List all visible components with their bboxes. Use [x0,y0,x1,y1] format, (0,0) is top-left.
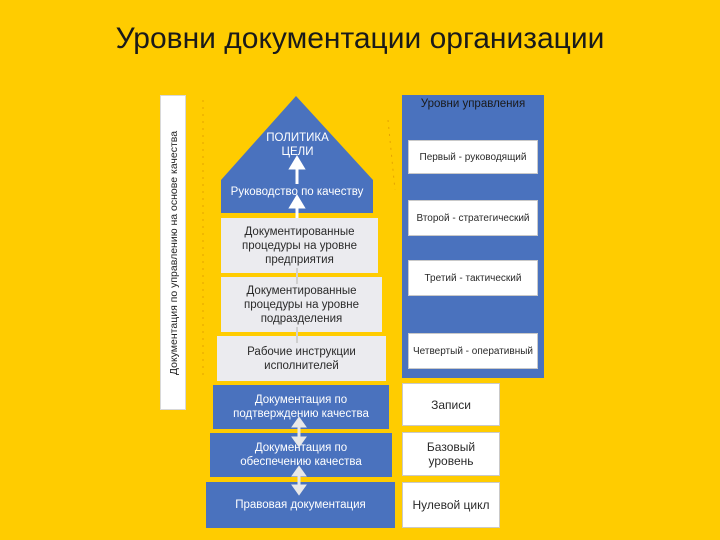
page-title: Уровни документации организации [115,22,605,55]
roof-line-1: ПОЛИТИКА [266,132,329,144]
block-line: Документация по [254,394,348,406]
box-label: уровень [428,454,474,468]
block-line: Документация по [254,442,348,454]
roof-line-2: ЦЕЛИ [281,146,314,158]
level-item: Четвертый - оперативный [408,333,538,369]
box-label: Записи [431,397,471,412]
block-line: подтверждению качества [233,408,369,420]
quality-manual-label: Руководство по качеству [230,186,364,198]
base-level-box: Базовый уровень [402,432,500,476]
block-line: процедуры на уровне [243,298,360,311]
zero-cycle-box: Нулевой цикл [402,482,500,528]
quality-manual-block: Руководство по качеству [221,182,373,202]
side-label-box: Документация по управлению на основе кач… [160,95,186,410]
box-label: Нулевой цикл [412,498,490,512]
department-procedures-block: Документированные процедуры на уровне по… [221,277,382,332]
levels-panel-title: Уровни управления [420,98,526,110]
box-label: Базовый [426,440,476,454]
level-item: Третий - тактический [408,260,538,296]
roof-text: ПОЛИТИКА ЦЕЛИ [255,128,340,162]
block-line: подразделения [260,312,343,325]
block-line: Рабочие инструкции [247,345,356,358]
work-instructions-block: Рабочие инструкции исполнителей [217,336,386,381]
enterprise-procedures-block: Документированные процедуры на уровне пр… [221,218,378,273]
records-box: Записи [402,383,500,426]
level-item: Первый - руководящий [408,140,538,174]
block-line: Документированные [244,225,355,238]
level-item: Второй - стратегический [408,200,538,236]
block-line: процедуры на уровне [241,239,358,252]
block-line: предприятия [265,253,334,266]
block-line: Документированные [246,284,357,297]
block-line: исполнителей [264,359,339,372]
block-line: обеспечению качества [240,456,362,468]
block-line: Правовая документация [235,499,366,511]
